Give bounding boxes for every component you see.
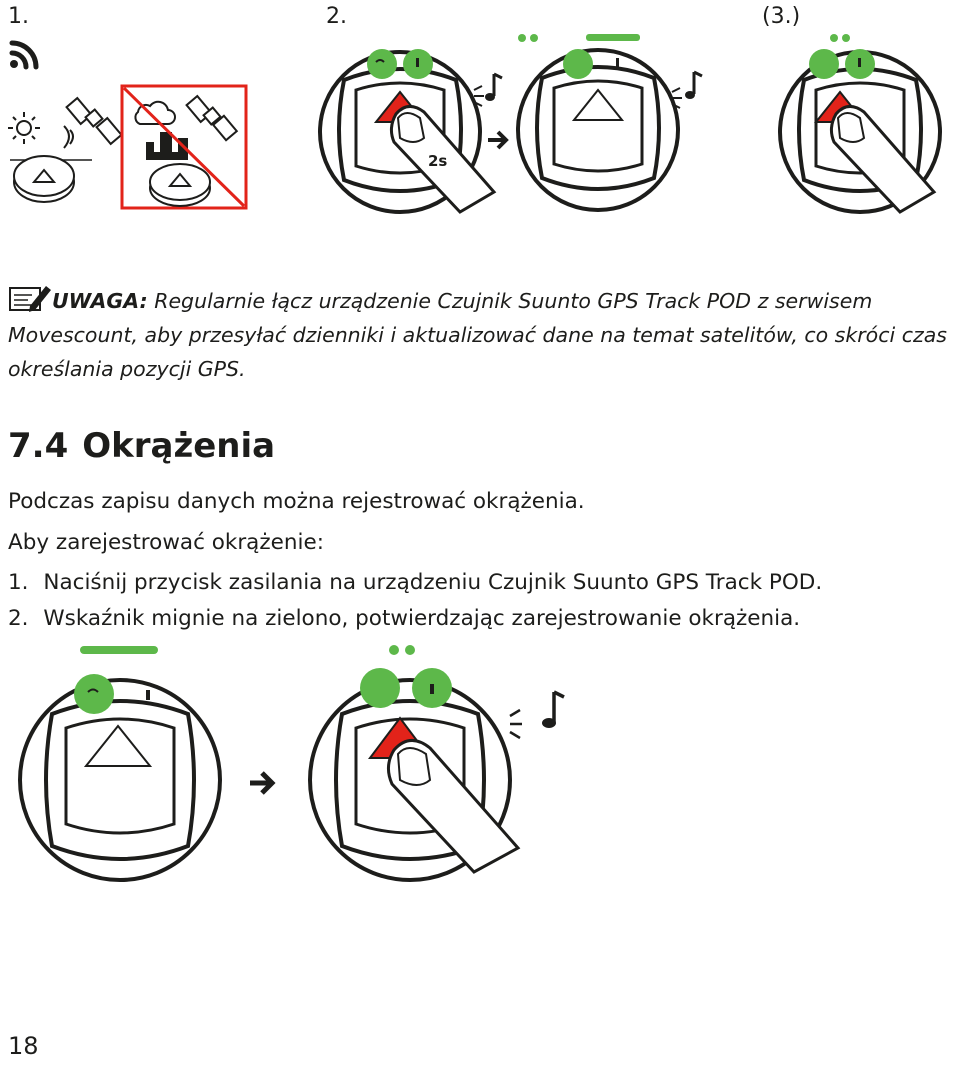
pod-outdoor: [13, 155, 75, 203]
section-number: 7.4: [8, 426, 69, 466]
sun-icon: [8, 112, 40, 144]
sound-icon: [473, 72, 503, 107]
note-paragraph: UWAGA: Regularnie łącz urządzenie Czujni…: [8, 284, 956, 386]
arrow-right-icon: [488, 130, 509, 150]
note-text: Regularnie łącz urządzenie Czujnik Suunt…: [8, 289, 947, 381]
signal-dot: [10, 60, 18, 68]
paragraph-1: Podczas zapisu danych można rejestrować …: [8, 489, 585, 514]
list-item-number: 1.: [8, 570, 29, 595]
note-pencil-icon: [8, 284, 52, 312]
sound-icon: [671, 70, 703, 109]
hold-duration-label: 2s: [428, 152, 448, 170]
sound-icon: [509, 690, 565, 740]
device-lap-led: [18, 646, 222, 882]
section-heading: 7.4 Okrążenia: [8, 426, 275, 466]
note-label: UWAGA:: [52, 289, 148, 313]
paragraph-2: Aby zarejestrować okrążenie:: [8, 530, 324, 555]
step-label-1: 1.: [8, 4, 29, 29]
page-number: 18: [8, 1032, 39, 1060]
signal-icon: [9, 40, 39, 70]
satellite-icon: [63, 96, 123, 149]
section-title: Okrążenia: [82, 426, 276, 466]
device-press-hold: [318, 49, 503, 214]
device-lap-press: [308, 645, 565, 882]
list-item: 2. Wskaźnik mignie na zielono, potwierdz…: [8, 601, 800, 637]
step-label-3: (3.): [762, 4, 801, 29]
device-press-again: [778, 34, 942, 214]
device-led-on: [516, 34, 703, 212]
step-label-2: 2.: [326, 4, 347, 29]
forbidden-indoor-icon: [120, 84, 248, 210]
list-item-text: Naciśnij przycisk zasilania na urządzeni…: [43, 570, 823, 595]
list-item-number: 2.: [8, 606, 29, 631]
arrow-right-icon: [250, 771, 276, 795]
list-item-text: Wskaźnik mignie na zielono, potwierdzają…: [43, 606, 801, 631]
list-item: 1. Naciśnij przycisk zasilania na urządz…: [8, 565, 822, 601]
illustration-open-sky: [8, 40, 248, 210]
